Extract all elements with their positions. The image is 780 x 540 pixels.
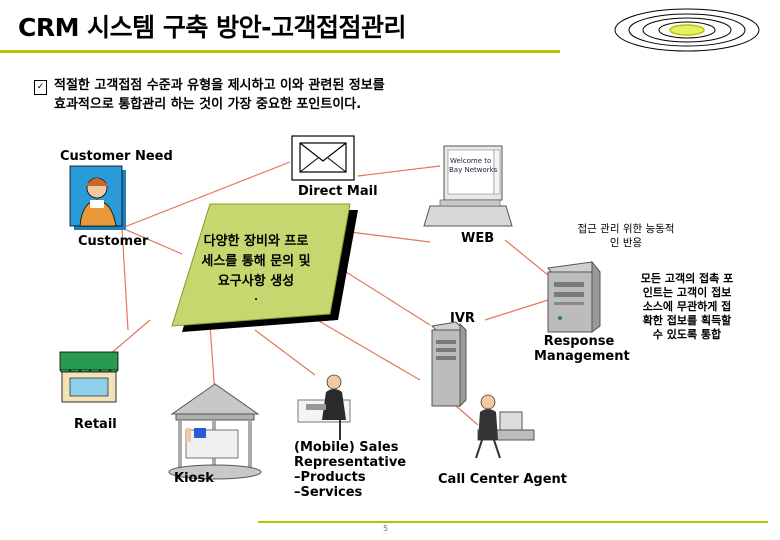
integration-note: 모든 고객의 접촉 포 인트는 고객이 접보 소스에 무관하게 접 확한 접보를…	[640, 272, 734, 341]
retail-store-icon	[59, 351, 119, 403]
logo-icon	[614, 8, 760, 52]
footer-rule	[258, 521, 768, 523]
center-panel-text: 다양한 장비와 프로 세스를 통해 문의 및 요구사항 생성 .	[201, 234, 311, 303]
bullet-icon: ✓	[34, 80, 47, 95]
title-underline	[0, 50, 560, 53]
intro-line-2: 효과적으로 통합관리 하는 것이 가장 중요한 포인트이다.	[54, 97, 362, 112]
envelope-icon	[291, 135, 355, 181]
response-management-label: Response Management	[534, 334, 630, 364]
direct-mail-label: Direct Mail	[298, 184, 378, 199]
call-center-agent-label: Call Center Agent	[438, 472, 567, 487]
center-panel	[171, 203, 358, 332]
kiosk-label: Kiosk	[174, 471, 214, 486]
ivr-tower-icon	[430, 321, 467, 408]
svg-text:Bay Networks: Bay Networks	[449, 166, 498, 174]
page-title: CRM 시스템 구축 방안-고객접점관리	[18, 13, 406, 42]
sales-rep-icon	[297, 374, 351, 440]
intro-line-1: 적절한 고객접점 수준과 유형을 제시하고 이와 관련된 정보를	[54, 78, 385, 93]
web-note: 접근 관리 위한 능동적 인 반응	[577, 223, 675, 249]
ivr-label: IVR	[450, 311, 475, 326]
customer-need-label: Customer Need	[60, 149, 173, 164]
call-center-agent-icon	[475, 394, 535, 459]
web-label: WEB	[461, 231, 495, 246]
page-number: 5	[383, 524, 389, 533]
retail-label: Retail	[74, 417, 117, 432]
server-icon	[547, 260, 601, 333]
svg-text:Welcome to: Welcome to	[450, 157, 491, 165]
sales-rep-label: (Mobile) Sales Representative –Products …	[294, 440, 407, 500]
customer-label: Customer	[78, 234, 149, 249]
kiosk-icon	[168, 383, 262, 480]
connector-lines	[107, 161, 549, 426]
customer-icon	[69, 165, 126, 230]
web-monitor-icon: Welcome to Bay Networks	[423, 145, 513, 227]
